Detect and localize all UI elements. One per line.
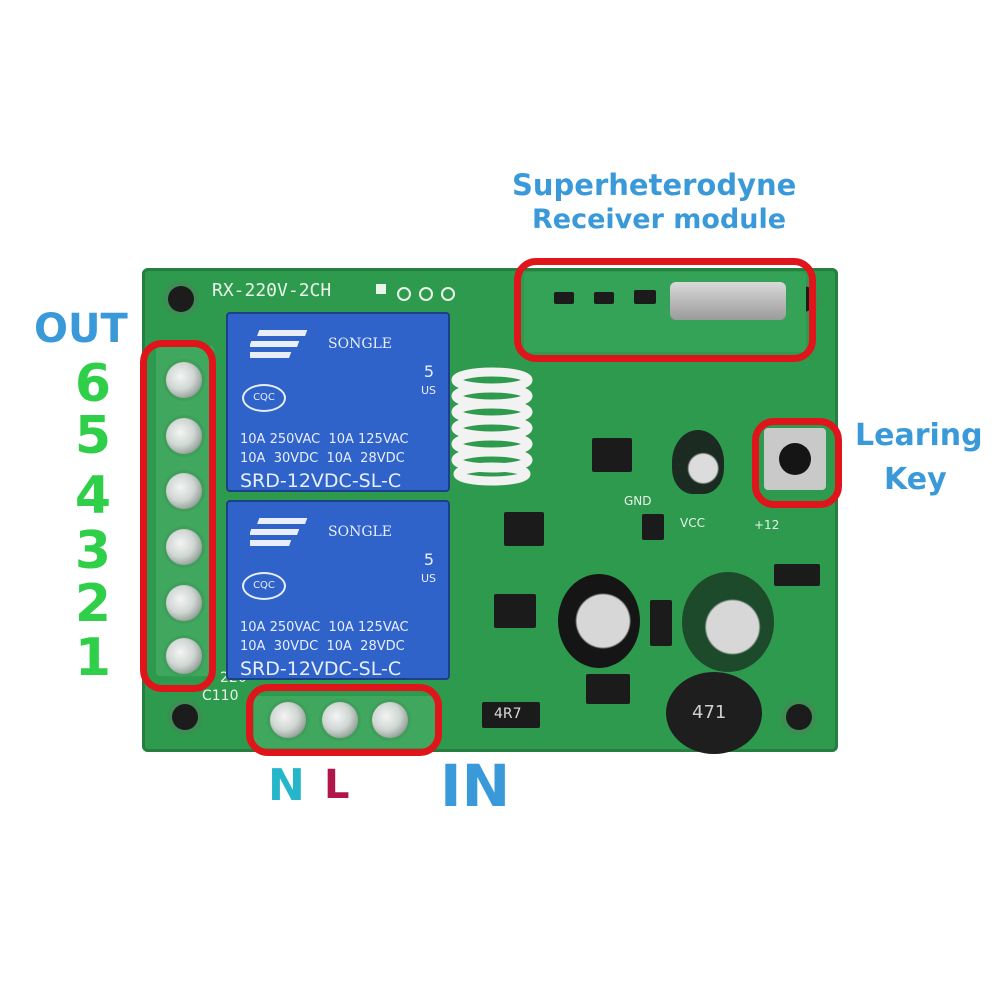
receiver-label-line1: Superheterodyne [512,168,797,202]
out-digit-6: 6 [74,354,112,414]
output-screw-4 [166,473,202,509]
output-screw-3 [166,529,202,565]
relay-cqc-mark: CQC [242,572,286,600]
relay-model: SRD-12VDC-SL-C [240,658,402,680]
ic-chip-middle [504,512,544,546]
relay-cqc-mark: CQC [242,384,286,412]
relay-ul-country: US [420,384,436,397]
capacitor-left-large [558,574,640,668]
relay-rating-line2: 10A 30VDC 10A 28VDC [240,451,405,466]
ac-silkscreen-bottom: C110 [202,688,239,704]
output-screw-6 [166,362,202,398]
out-digit-3: 3 [74,521,112,581]
output-screw-5 [166,418,202,454]
gnd-silkscreen: GND [624,494,652,508]
output-terminal-block [156,346,214,676]
out-digit-2: 2 [74,574,112,634]
ic-chip-upper [592,438,632,472]
learning-button-cap[interactable] [779,443,811,475]
learning-button-body[interactable] [764,428,826,490]
relay-brand: SONGLE [328,524,393,540]
mount-hole-bottom-left [172,704,198,730]
out-digit-4: 4 [74,466,112,526]
capacitor-small [672,430,724,494]
capacitor-right-large [682,572,774,672]
learning-key-highlight [752,418,842,508]
relay-brand: SONGLE [328,336,393,352]
transistor-1 [642,514,664,540]
relay-ul-country: US [420,572,436,585]
crystal-oscillator [670,282,786,320]
output-screw-2 [166,585,202,621]
input-screw-l [322,702,358,738]
relay-bottom: SONGLE CQC 5 US 10A 250VAC 10A 125VAC 10… [226,500,450,680]
relay-ul-number: 5 [423,362,434,381]
out-digit-5: 5 [74,406,112,466]
input-terminals-highlight [246,684,442,756]
n-label: N [268,760,305,811]
mount-hole-top-left [168,286,194,312]
resistor-4r7: 4R7 [482,702,540,728]
ic-chip-bottom [586,674,630,704]
antenna-coil [450,364,534,486]
inductor-label: 471 [692,702,727,723]
mount-hole-bottom-right [786,704,812,730]
receiver-component-3 [634,290,656,304]
smd-component [650,600,672,646]
out-label: OUT [34,306,128,352]
receiver-component-2 [594,292,614,304]
plus12-silkscreen: +12 [754,518,780,532]
relay-rating-line1: 10A 250VAC 10A 125VAC [240,620,409,635]
songle-logo-icon [241,328,314,366]
receiver-component-1 [554,292,574,304]
receiver-label-line2: Receiver module [532,204,787,235]
relay-top: SONGLE CQC 5 US 10A 250VAC 10A 125VAC 10… [226,312,450,492]
output-screw-1 [166,638,202,674]
ic-chip-lower [494,594,536,628]
learning-key-label-line1: Learing [855,418,983,453]
out-digit-1: 1 [74,628,112,688]
output-terminals-highlight [140,340,216,692]
receiver-module-highlight [514,258,816,362]
l-label: L [324,762,350,808]
input-screw-3 [372,702,408,738]
learning-key-label-line2: Key [884,462,947,497]
relay-rating-line2: 10A 30VDC 10A 28VDC [240,639,405,654]
input-screw-n [270,702,306,738]
silkscreen-title: RX-220V-2CH [212,280,332,301]
inductor: 471 [666,672,762,754]
relay-rating-line1: 10A 250VAC 10A 125VAC [240,432,409,447]
songle-logo-icon [241,516,314,554]
vcc-silkscreen: VCC [680,516,705,530]
silkscreen-symbols [376,282,466,304]
receiver-module-board [524,272,806,352]
resistor-label: 4R7 [494,706,522,722]
in-label: IN [440,752,511,820]
diode [774,564,820,586]
relay-model: SRD-12VDC-SL-C [240,470,402,492]
relay-ul-number: 5 [423,550,434,569]
